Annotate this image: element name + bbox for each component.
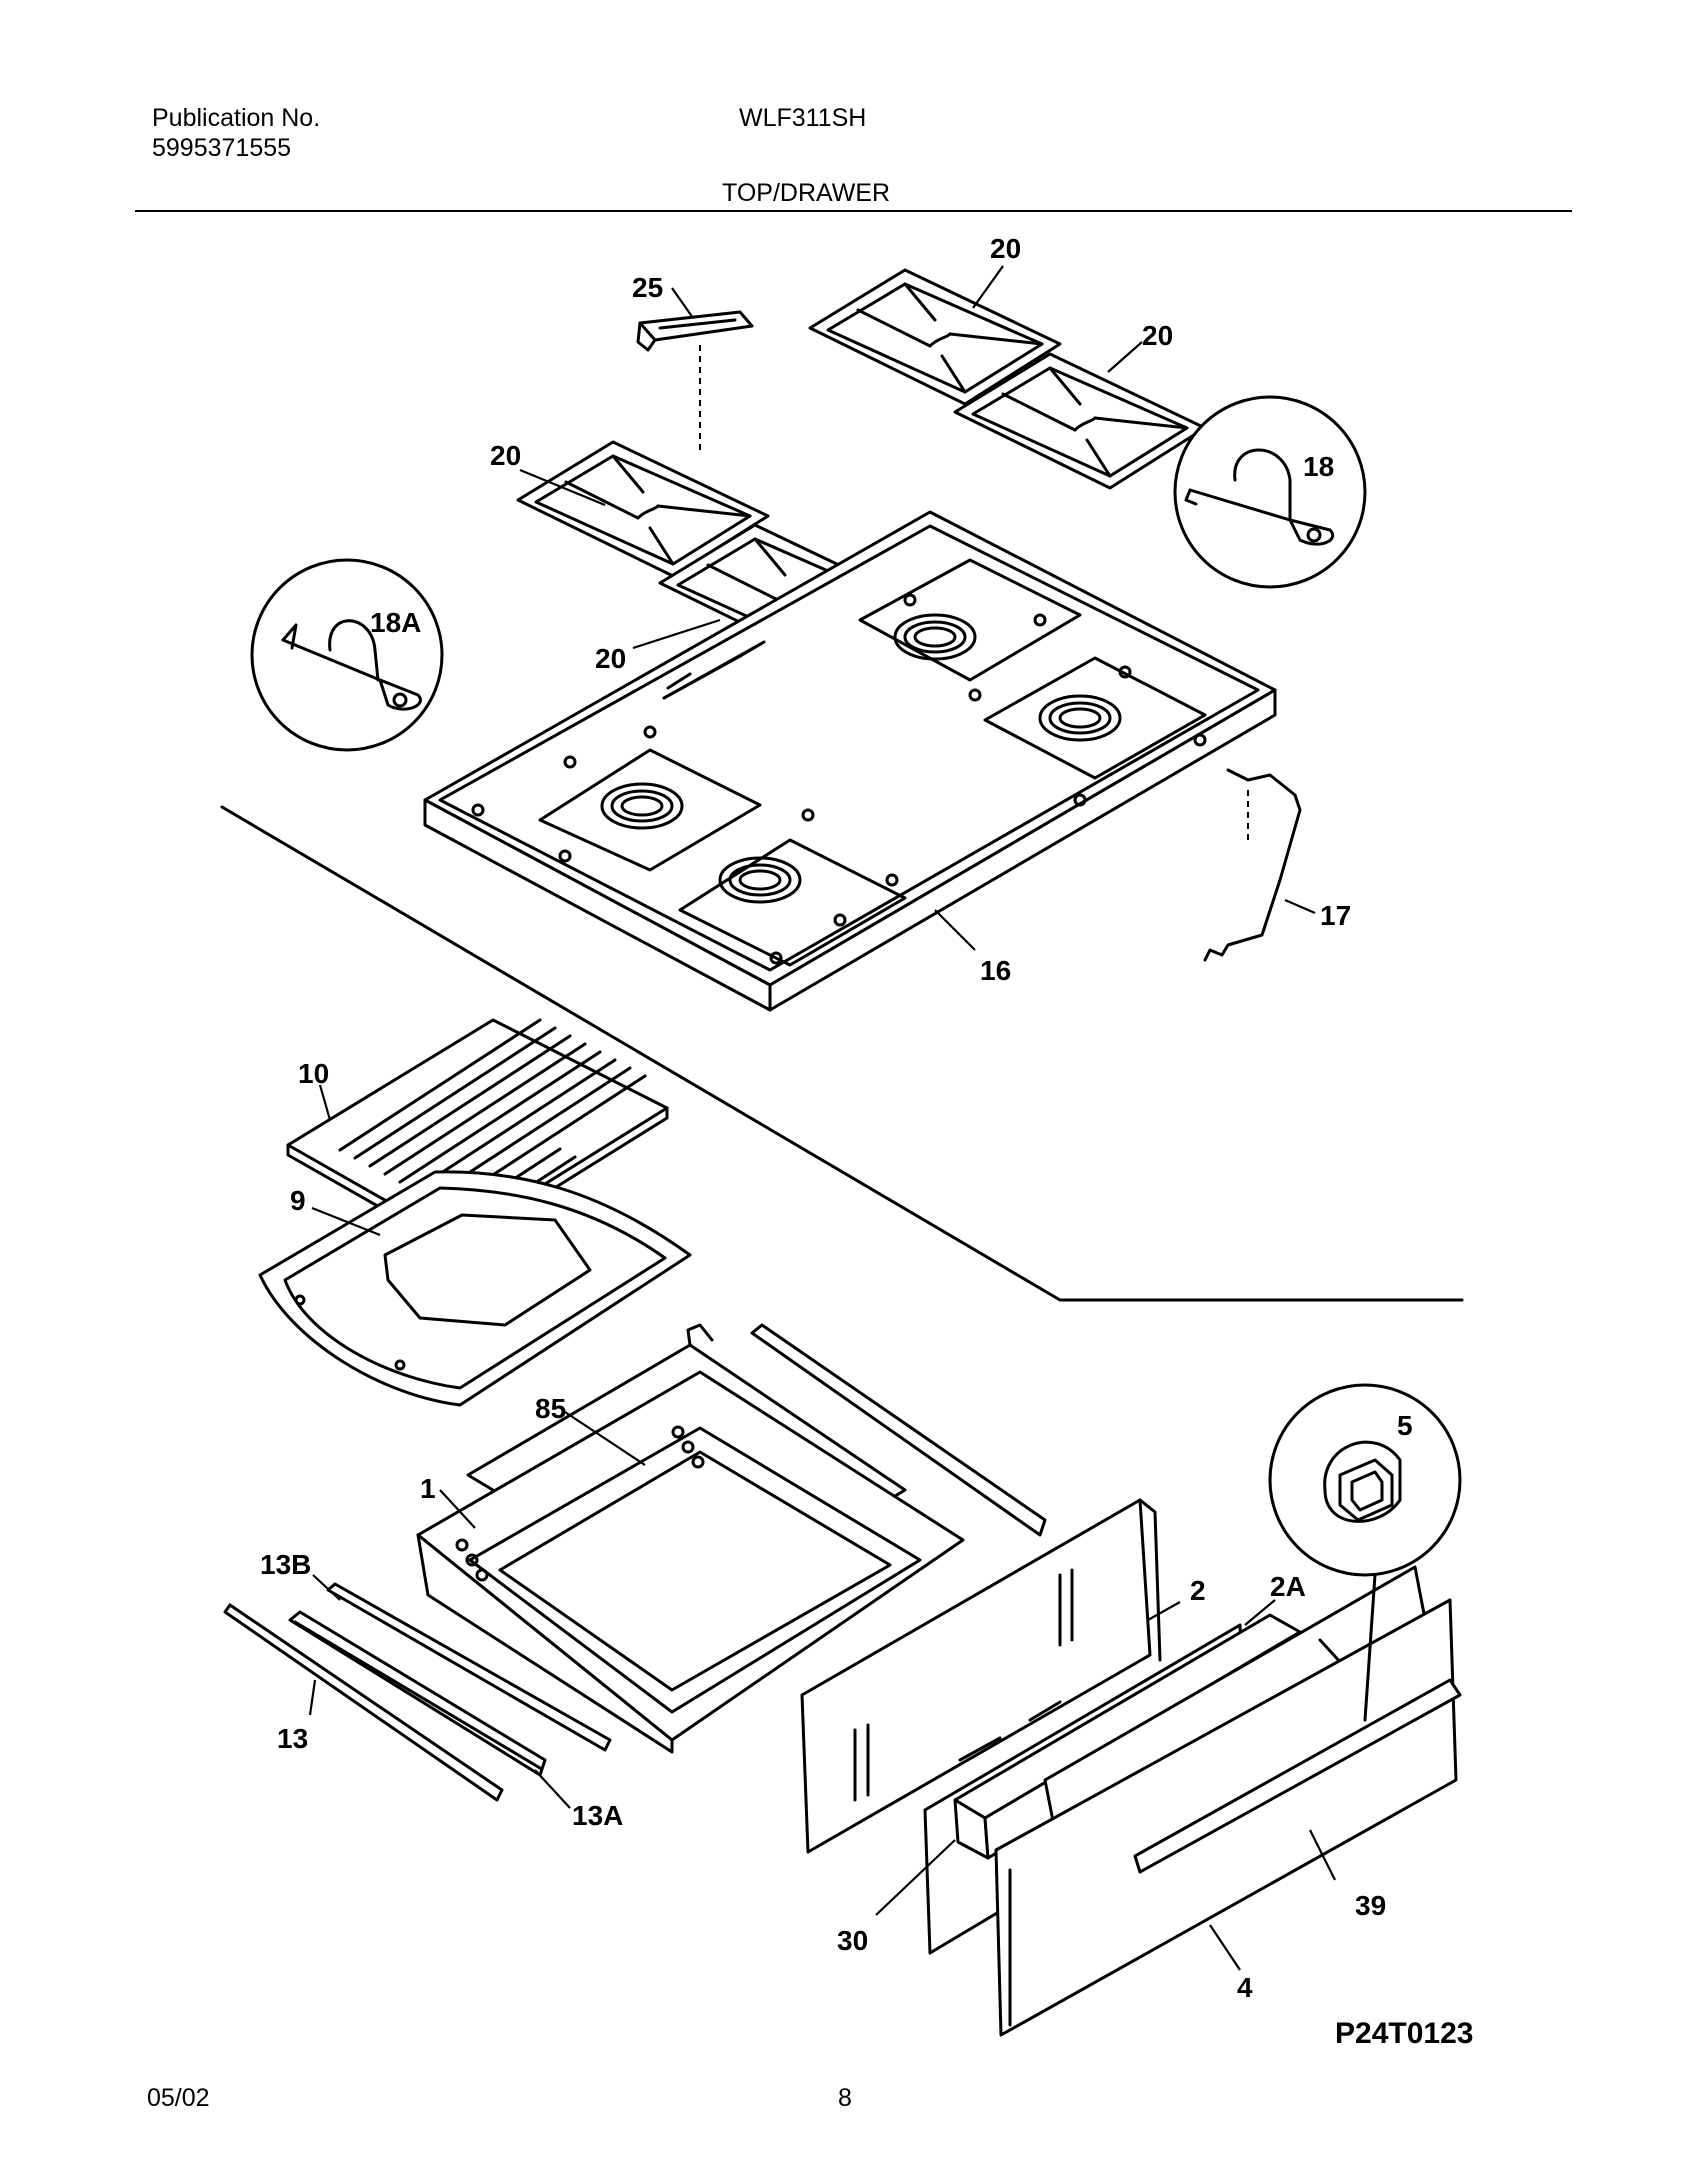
callout-13b: 13B (260, 1549, 311, 1580)
part-13b-slide-bracket (326, 1582, 612, 1752)
leader-lines (308, 265, 1336, 1971)
publication-number: 5995371555 (152, 134, 292, 162)
part-18a-inset-bracket (250, 558, 444, 752)
part-18-inset-bracket (1173, 395, 1367, 589)
callout-20-rear-left: 20 (990, 233, 1021, 264)
callout-25: 25 (632, 272, 663, 303)
drawer-side-rail (750, 1323, 1047, 1537)
callout-9: 9 (290, 1185, 306, 1216)
callout-85: 85 (535, 1393, 566, 1424)
callout-30: 30 (837, 1925, 868, 1956)
part-2-drawer-panel (800, 1498, 1162, 1854)
callout-13: 13 (277, 1723, 308, 1754)
part-25-clip (636, 310, 754, 352)
diagram-code: P24T0123 (1335, 2017, 1473, 2050)
callout-20-rear-right: 20 (1142, 320, 1173, 351)
page-number: 8 (838, 2084, 852, 2112)
part-13-slide (223, 1603, 504, 1802)
publication-label: Publication No. (152, 104, 321, 132)
callout-17: 17 (1320, 900, 1351, 931)
callout-18: 18 (1303, 451, 1334, 482)
part-13a-slide-rail (288, 1610, 547, 1777)
callout-20-front-left: 20 (490, 440, 521, 471)
section-divider (220, 805, 1464, 1302)
part-4-front-panel (994, 1598, 1462, 2037)
callout-16: 16 (980, 955, 1011, 986)
part-17-wire-spring (1203, 768, 1302, 962)
callout-39: 39 (1355, 1890, 1386, 1921)
callout-13a: 13A (572, 1800, 623, 1831)
callout-5: 5 (1397, 1410, 1413, 1441)
callout-18a: 18A (370, 607, 421, 638)
callout-20-front-right: 20 (595, 643, 626, 674)
callout-labels: 25 20 20 20 20 18 18A 16 17 10 9 85 1 13… (260, 233, 1473, 2050)
footer-date: 05/02 (147, 2084, 210, 2112)
part-1-drawer-body (416, 1370, 965, 1754)
callout-2: 2 (1190, 1575, 1206, 1606)
callout-10: 10 (298, 1058, 329, 1089)
part-5-guide (1363, 1573, 1377, 1722)
part-16-cooktop (423, 510, 1277, 1012)
section-title: TOP/DRAWER (722, 179, 891, 207)
callout-1: 1 (420, 1473, 436, 1504)
callout-2a: 2A (1270, 1571, 1306, 1602)
header-rule (135, 210, 1572, 212)
part-9-broiler-pan (258, 1170, 692, 1407)
callout-4: 4 (1237, 1972, 1253, 2003)
model-number: WLF311SH (739, 104, 867, 132)
part-5-inset-clip (1268, 1383, 1462, 1577)
